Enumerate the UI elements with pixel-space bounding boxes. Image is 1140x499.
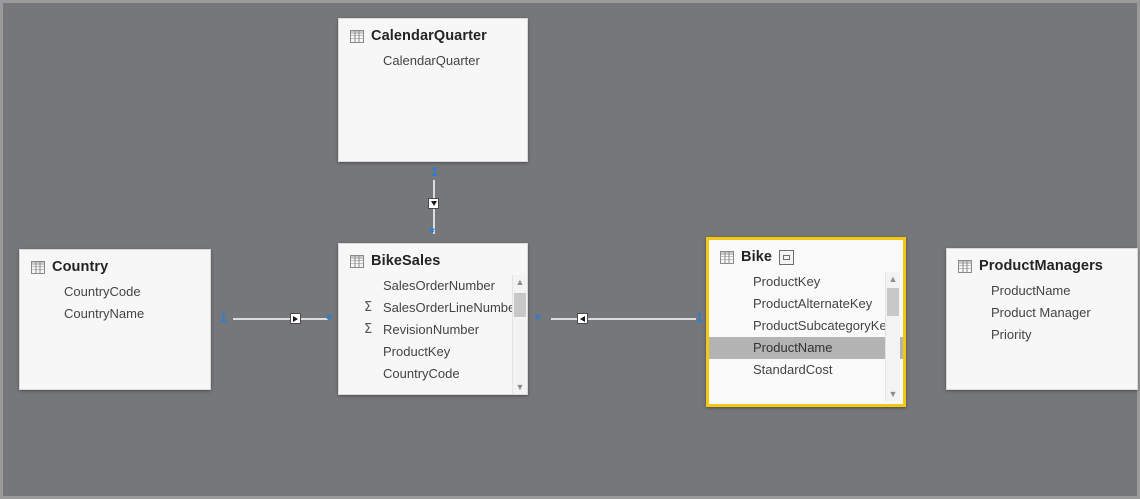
- field-row[interactable]: StandardCost: [753, 362, 833, 377]
- field-row-selected[interactable]: ProductName: [709, 337, 903, 359]
- field-row[interactable]: ProductKey: [339, 341, 527, 363]
- filter-arrow-right-icon: [293, 315, 298, 322]
- cardinality-many-left: *: [535, 311, 541, 328]
- field-row[interactable]: CalendarQuarter: [383, 53, 480, 68]
- field-list-calendarquarter: CalendarQuarter: [339, 50, 527, 72]
- field-row[interactable]: CountryCode: [339, 363, 527, 385]
- scroll-down-icon[interactable]: ▼: [888, 388, 898, 399]
- scrollbar-thumb[interactable]: [514, 293, 526, 317]
- scroll-up-icon[interactable]: ▲: [888, 273, 898, 284]
- table-title: Bike: [741, 249, 773, 265]
- field-row[interactable]: Σ SalesOrderLineNumber: [339, 297, 527, 319]
- table-header-bikesales[interactable]: BikeSales: [339, 244, 527, 275]
- scroll-up-icon[interactable]: ▲: [515, 276, 525, 287]
- field-row[interactable]: CountryName: [64, 306, 145, 321]
- scrollbar-thumb[interactable]: [887, 288, 899, 316]
- table-title: CalendarQuarter: [371, 28, 487, 44]
- field-row[interactable]: Priority: [991, 327, 1032, 342]
- relationship-country-bikesales[interactable]: 1 *: [211, 303, 339, 333]
- scroll-down-icon[interactable]: ▼: [515, 381, 525, 392]
- focus-mode-icon[interactable]: [779, 249, 795, 265]
- field-row[interactable]: ProductName: [991, 283, 1071, 298]
- table-grid-icon: [720, 250, 734, 264]
- cardinality-one-left: 1: [220, 311, 227, 325]
- field-list-bikesales: SalesOrderNumber Σ SalesOrderLineNumber …: [339, 275, 527, 385]
- field-label: ProductKey: [383, 344, 451, 359]
- table-grid-icon: [31, 260, 45, 274]
- filter-arrow-down-icon: [430, 201, 437, 206]
- relationship-calendarquarter-bikesales[interactable]: 1 *: [418, 163, 450, 243]
- table-header-productmanagers[interactable]: ProductManagers: [947, 249, 1137, 280]
- table-card-productmanagers[interactable]: ProductManagers ProductName Product Mana…: [946, 248, 1138, 390]
- aggregate-sigma-icon: Σ: [364, 300, 373, 315]
- table-card-bike[interactable]: Bike ProductKey ProductAlternateKey Prod…: [706, 237, 906, 407]
- table-grid-icon: [958, 259, 972, 273]
- table-header-calendarquarter[interactable]: CalendarQuarter: [339, 19, 527, 50]
- table-title: ProductManagers: [979, 258, 1103, 274]
- table-card-country[interactable]: Country CountryCode CountryName: [19, 249, 211, 390]
- table-card-bikesales[interactable]: BikeSales SalesOrderNumber Σ SalesOrderL…: [338, 243, 528, 395]
- table-title: Country: [52, 259, 109, 275]
- cardinality-one-top: 1: [431, 165, 438, 179]
- field-list-productmanagers: ProductName Product Manager Priority: [947, 280, 1137, 346]
- field-label: CountryCode: [383, 366, 460, 381]
- relationship-bikesales-bike[interactable]: * 1: [529, 303, 709, 333]
- cross-filter-direction-marker[interactable]: [577, 313, 588, 324]
- field-row[interactable]: Product Manager: [991, 305, 1091, 320]
- field-label: RevisionNumber: [383, 322, 480, 337]
- table-card-calendarquarter[interactable]: CalendarQuarter CalendarQuarter: [338, 18, 528, 162]
- field-label: SalesOrderNumber: [383, 278, 495, 293]
- field-row[interactable]: ProductAlternateKey: [753, 296, 873, 311]
- table-title: BikeSales: [371, 253, 441, 269]
- scrollbar-bike[interactable]: ▲ ▼: [885, 272, 900, 401]
- aggregate-sigma-icon: Σ: [364, 322, 373, 337]
- field-row[interactable]: Σ RevisionNumber: [339, 319, 527, 341]
- field-list-country: CountryCode CountryName: [20, 281, 210, 325]
- cross-filter-direction-marker[interactable]: [428, 198, 439, 209]
- field-label: SalesOrderLineNumber: [383, 300, 520, 315]
- table-header-bike[interactable]: Bike: [709, 240, 903, 271]
- filter-arrow-left-icon: [580, 315, 585, 322]
- field-row[interactable]: SalesOrderNumber: [339, 275, 527, 297]
- cross-filter-direction-marker[interactable]: [290, 313, 301, 324]
- table-grid-icon: [350, 29, 364, 43]
- scrollbar-bikesales[interactable]: ▲ ▼: [512, 275, 527, 394]
- field-row[interactable]: CountryCode: [64, 284, 141, 299]
- relationship-line[interactable]: [551, 318, 696, 320]
- field-list-bike: ProductKey ProductAlternateKey ProductSu…: [709, 271, 903, 381]
- table-grid-icon: [350, 254, 364, 268]
- field-row[interactable]: ProductKey: [753, 274, 821, 289]
- cardinality-many-bottom: *: [429, 224, 435, 241]
- field-row[interactable]: ProductSubcategoryKey: [753, 318, 894, 333]
- cardinality-many-right: *: [326, 311, 332, 328]
- cardinality-one-right: 1: [696, 311, 703, 325]
- table-header-country[interactable]: Country: [20, 250, 210, 281]
- relationship-line[interactable]: [233, 318, 328, 320]
